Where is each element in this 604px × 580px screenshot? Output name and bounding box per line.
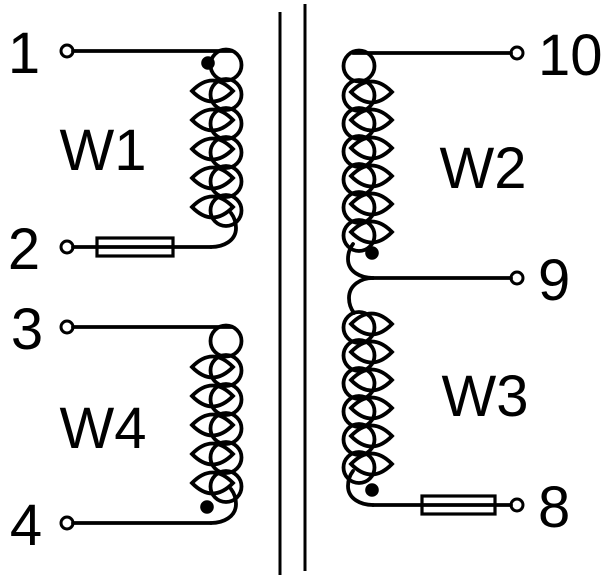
w4-coil <box>189 323 244 504</box>
winding-w2: 10 9 W2 <box>341 23 603 313</box>
w1-polarity-dot <box>201 56 215 70</box>
w3-label: W3 <box>442 364 529 429</box>
terminal-3-label: 3 <box>11 297 43 362</box>
winding-w3: 8 W3 <box>341 276 570 540</box>
w4-bottom-bend <box>209 487 238 525</box>
transformer-core <box>278 4 307 575</box>
terminal-10-label: 10 <box>538 23 603 88</box>
w1-bottom-bend <box>209 211 238 249</box>
w2-label: W2 <box>440 136 527 201</box>
terminal-2-label: 2 <box>8 217 40 282</box>
w2-polarity-dot <box>365 246 379 260</box>
w3-coil <box>341 310 395 485</box>
winding-w1: 1 2 W1 <box>8 21 244 282</box>
w3-top-bend <box>347 276 375 315</box>
w3-bottom-bend <box>346 469 375 507</box>
w3-polarity-dot <box>365 483 379 497</box>
fuse-symbol-w3 <box>420 494 497 516</box>
w2-coil <box>341 48 395 253</box>
terminal-8-label: 8 <box>538 475 570 540</box>
terminal-4-label: 4 <box>10 493 42 558</box>
terminal-1-label: 1 <box>8 21 40 86</box>
terminal-9-label: 9 <box>538 248 570 313</box>
fuse-symbol-w1 <box>95 236 175 258</box>
w4-label: W4 <box>60 396 147 461</box>
w4-polarity-dot <box>200 500 214 514</box>
w1-coil <box>189 47 244 228</box>
w1-label: W1 <box>60 118 147 183</box>
winding-w4: 3 4 W4 <box>10 297 244 558</box>
